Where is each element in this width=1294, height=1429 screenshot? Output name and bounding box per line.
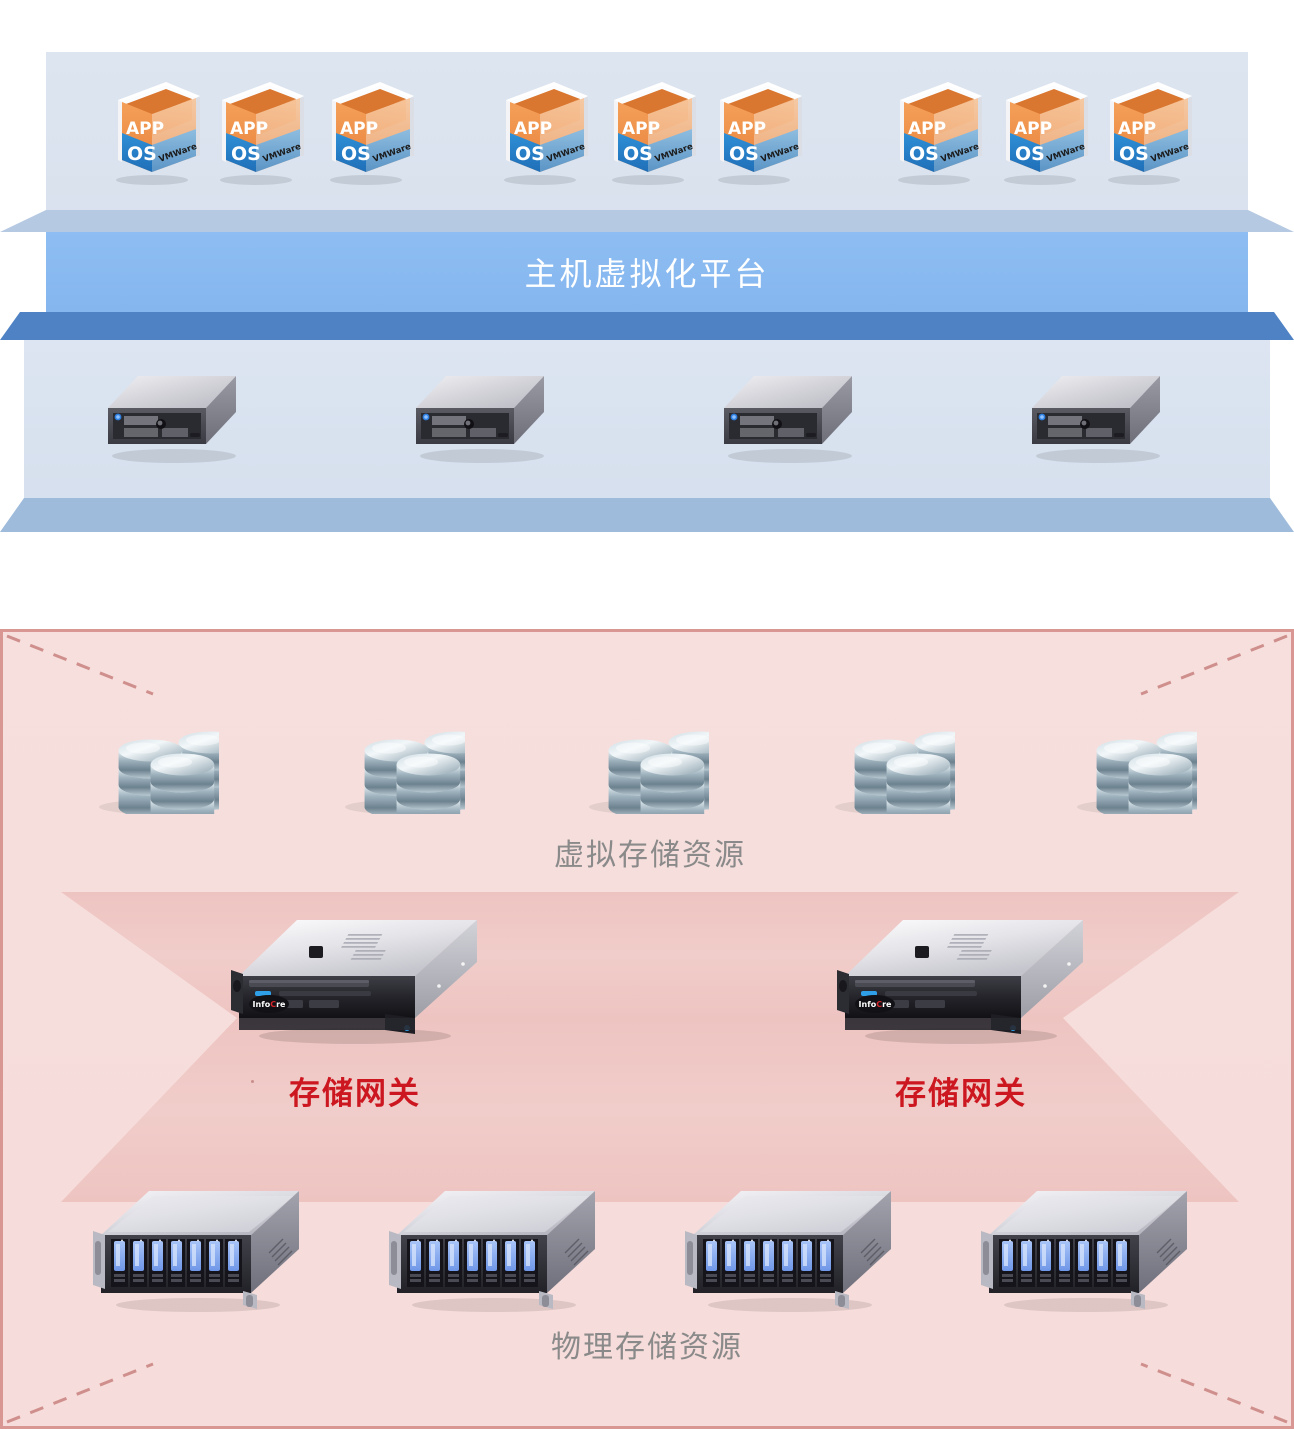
- virtualization-platform-band: 主机虚拟化平台: [46, 232, 1248, 312]
- server-panel-skirt: [0, 498, 1294, 532]
- virtual-storage-label: 虚拟存储资源: [554, 838, 746, 873]
- rack-server-2[interactable]: [404, 368, 556, 464]
- physical-storage-array-4[interactable]: [979, 1187, 1193, 1313]
- storage-gateway-2[interactable]: [831, 914, 1091, 1044]
- rack-server-1[interactable]: [96, 368, 248, 464]
- virtual-storage-group-5[interactable]: [1065, 714, 1197, 814]
- storage-gateway-1[interactable]: [225, 914, 485, 1044]
- vm-icon-2[interactable]: [208, 76, 304, 188]
- vm-icon-1[interactable]: [104, 76, 200, 188]
- physical-storage-label: 物理存储资源: [551, 1330, 743, 1365]
- virtual-storage-group-3[interactable]: [577, 714, 709, 814]
- platform-band-bevel: [0, 312, 1294, 340]
- vm-icon-7[interactable]: [886, 76, 982, 188]
- vm-icon-9[interactable]: [1096, 76, 1192, 188]
- physical-storage-array-3[interactable]: [683, 1187, 897, 1313]
- virtual-storage-group-2[interactable]: [333, 714, 465, 814]
- storage-gateway-label-2: 存储网关: [895, 1076, 1027, 1112]
- storage-gateway-label-1: 存储网关: [289, 1076, 421, 1112]
- virtual-storage-band: 虚拟存储资源: [3, 632, 1294, 884]
- decorative-speck: [251, 1080, 254, 1083]
- virtual-storage-group-4[interactable]: [823, 714, 955, 814]
- physical-storage-array-1[interactable]: [91, 1187, 305, 1313]
- rack-server-3[interactable]: [712, 368, 864, 464]
- rack-server-4[interactable]: [1020, 368, 1172, 464]
- vm-icon-5[interactable]: [600, 76, 696, 188]
- physical-storage-array-2[interactable]: [387, 1187, 601, 1313]
- storage-resources-section: 虚拟存储资源: [0, 629, 1294, 1429]
- vm-icon-8[interactable]: [992, 76, 1088, 188]
- vm-icon-4[interactable]: [492, 76, 588, 188]
- vm-panel-bevel: [0, 210, 1294, 232]
- virtualization-platform-label: 主机虚拟化平台: [524, 255, 770, 293]
- compute-virtualization-section: 主机虚拟化平台: [0, 0, 1294, 620]
- storage-gateway-band: InfoCre 存储网关 存储网关: [3, 890, 1294, 1260]
- perspective-base-skirt: [0, 532, 1294, 620]
- vm-icon-3[interactable]: [318, 76, 414, 188]
- virtual-storage-group-1[interactable]: [87, 714, 219, 814]
- vm-icon-6[interactable]: [706, 76, 802, 188]
